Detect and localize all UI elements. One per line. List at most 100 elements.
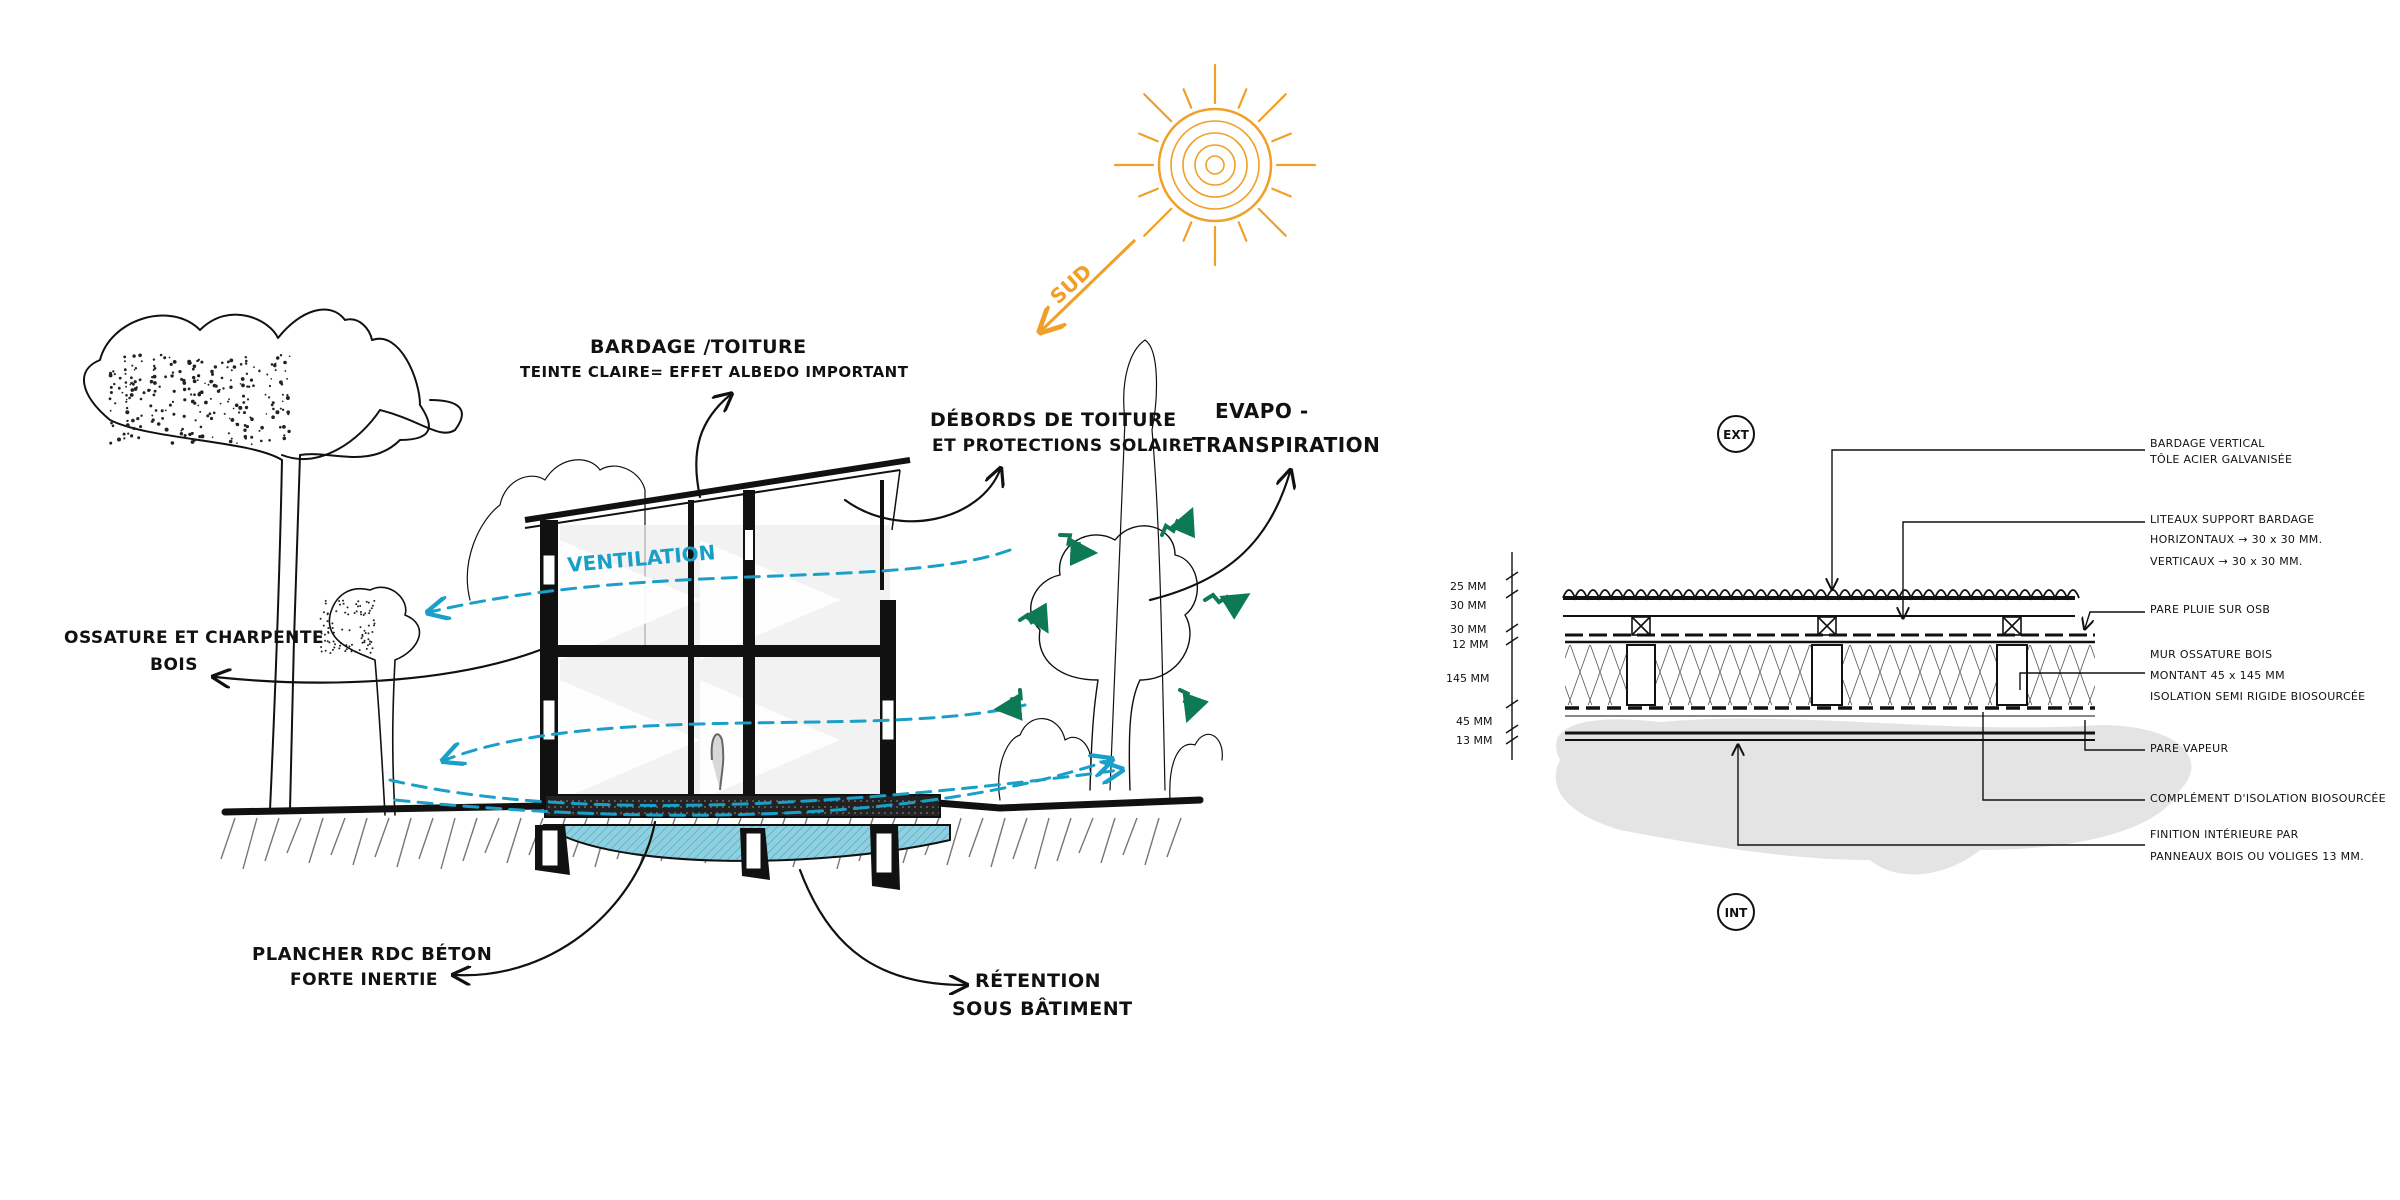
foliage-dot: [207, 383, 210, 386]
foliage-dot: [279, 354, 283, 357]
annotation-vapour-barrier: PARE VAPEUR: [2150, 742, 2229, 755]
foliage-dot: [358, 649, 361, 651]
ground-hatch-stroke: [1122, 817, 1138, 856]
annotation-wood-frame: MUR OSSATURE BOIS: [2150, 648, 2272, 661]
foliage-dot: [192, 379, 197, 384]
foliage-dot: [239, 363, 243, 366]
foliage-dot: [361, 633, 364, 636]
annotation-rain-barrier: PARE PLUIE SUR OSB: [2150, 603, 2270, 616]
foliage-dot: [200, 360, 204, 364]
foliage-dot: [326, 612, 329, 615]
building-section: SUD: [64, 63, 1380, 1020]
foliage-dot: [125, 398, 128, 401]
foliage-dot: [222, 387, 225, 390]
foliage-dot: [345, 648, 348, 651]
foliage-dot: [342, 599, 344, 602]
foliage-dot: [138, 353, 142, 358]
ground-hatch-stroke: [462, 817, 478, 862]
foliage-dot: [268, 396, 271, 399]
foliage-dot: [234, 403, 239, 408]
foliage-dot: [287, 429, 291, 434]
interior-shadow: [1555, 718, 2192, 875]
foliage-dot: [110, 421, 113, 425]
foliage-dot: [360, 613, 363, 616]
ground-hatch-stroke: [1034, 817, 1050, 870]
foliage-dot: [212, 411, 216, 415]
foliage-dot: [244, 356, 247, 359]
foliage-dot: [153, 381, 157, 385]
foliage-dot: [112, 370, 115, 373]
foliage-dot: [181, 427, 184, 431]
foliage-dot: [163, 356, 167, 360]
foliage-dot: [242, 394, 245, 398]
foliage-dot: [198, 393, 201, 397]
foliage-dot: [131, 418, 135, 423]
battens: [1631, 616, 2022, 636]
foliage-dot: [331, 627, 334, 629]
annotation-battens: HORIZONTAUX → 30 x 30 MM.: [2150, 533, 2322, 546]
tree-left-foliage-dots: [108, 353, 376, 654]
foliage-dot: [368, 643, 371, 645]
foliage-dot: [332, 631, 335, 634]
foliage-dot: [326, 620, 329, 623]
foliage-dot: [183, 434, 187, 437]
foliage-dot: [197, 374, 201, 378]
annotation-interior-finish: FINITION INTÉRIEURE PAR: [2150, 828, 2299, 841]
foliage-dot: [204, 400, 208, 405]
foliage-dot: [320, 632, 323, 635]
annotation-interior-finish: PANNEAUX BOIS OU VOLIGES 13 MM.: [2150, 850, 2364, 863]
foliage-dot: [164, 375, 168, 379]
sun-ray: [1271, 187, 1292, 198]
foliage-dot: [172, 412, 176, 416]
foliage-dot: [158, 385, 161, 388]
foliage-dot: [367, 624, 370, 627]
ventilation-flows: [388, 548, 1120, 817]
foliage-dot: [329, 652, 332, 654]
foliage-dot: [132, 426, 136, 431]
foliage-dot: [159, 353, 163, 357]
foliage-dot: [324, 599, 327, 602]
annotation-extra-insulation: COMPLÉMENT D'ISOLATION BIOSOURCÉE: [2150, 792, 2386, 805]
foliage-dot: [200, 434, 205, 439]
foliage-dot: [209, 397, 212, 400]
foliage-dot: [183, 398, 187, 402]
foliage-dot: [268, 439, 271, 442]
foliage-dot: [164, 427, 169, 432]
foliage-dot: [109, 391, 113, 394]
foliage-dot: [373, 599, 376, 602]
foliage-dot: [348, 645, 351, 648]
foliage-dot: [286, 410, 291, 415]
ground-hatch-stroke: [1100, 817, 1116, 864]
ground-hatch-stroke: [1166, 817, 1182, 858]
foliage-dot: [204, 382, 206, 385]
foliage-dot: [367, 601, 370, 604]
foliage-dot: [347, 613, 350, 616]
foliage-dot: [271, 415, 275, 420]
foliage-dot: [192, 364, 197, 369]
foliage-dot: [208, 412, 212, 416]
ground-hatch-stroke: [264, 817, 280, 862]
foliage-dot: [363, 639, 366, 642]
foliage-dot: [359, 605, 362, 607]
foliage-dot: [326, 640, 329, 643]
foliage-dot: [272, 401, 275, 404]
foliage-dot: [346, 606, 349, 609]
foliage-dot: [168, 356, 171, 359]
foliage-dot: [359, 611, 362, 613]
foliage-dot: [355, 603, 358, 606]
foliage-dot: [229, 385, 233, 389]
foliage-dot: [125, 394, 128, 397]
foliage-dot: [327, 631, 330, 634]
foliage-dot: [138, 378, 142, 382]
foliage-dot: [153, 367, 157, 370]
ground-hatch-stroke: [374, 817, 390, 858]
foliage-dot: [363, 641, 366, 644]
foliage-dot: [287, 413, 290, 416]
foliage-dot: [133, 380, 137, 384]
foliage-dot: [368, 612, 371, 615]
foliage-dot: [266, 373, 269, 376]
sun-ray: [1138, 187, 1159, 198]
foliage-dot: [117, 437, 121, 442]
foliage-dot: [161, 417, 165, 420]
